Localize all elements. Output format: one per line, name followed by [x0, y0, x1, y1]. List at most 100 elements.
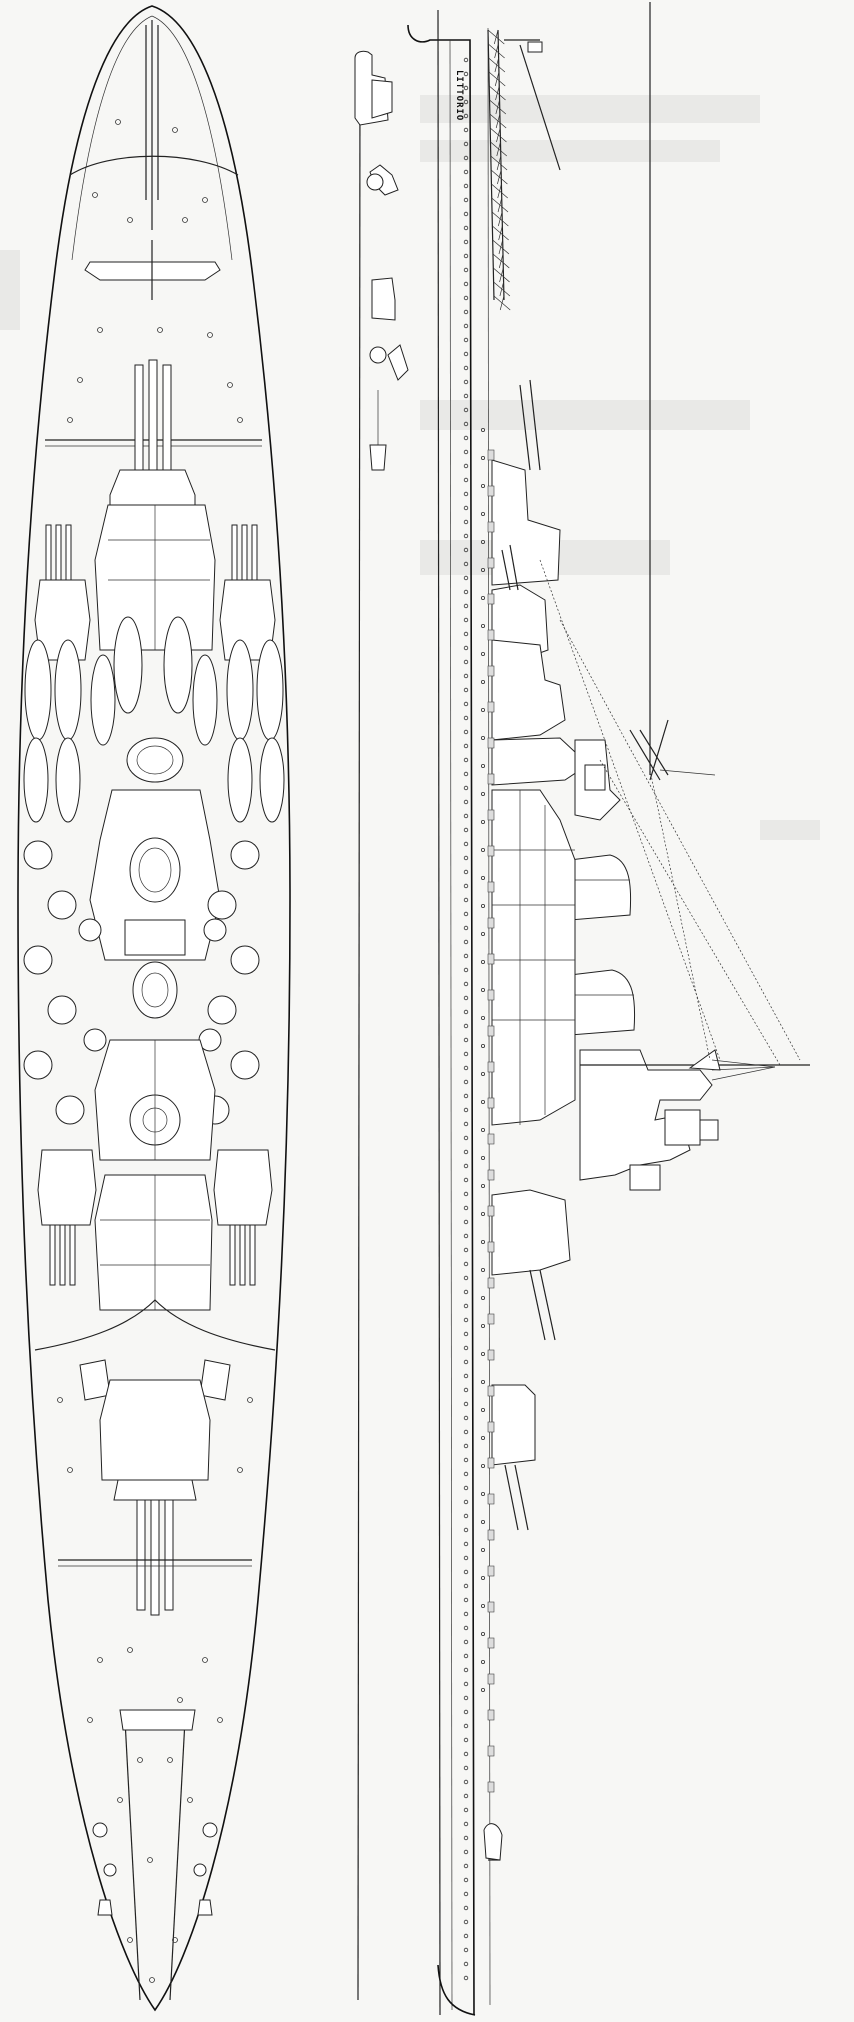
porthole — [463, 127, 469, 133]
porthole — [480, 1408, 485, 1413]
side-fitting — [487, 521, 495, 533]
porthole — [480, 483, 485, 488]
porthole — [463, 1695, 469, 1701]
porthole — [463, 1933, 469, 1939]
profile-view: LITTORIO — [354, 2, 810, 2016]
side-fitting — [487, 485, 495, 497]
porthole — [463, 1653, 469, 1659]
side-fitting — [487, 1025, 495, 1037]
porthole — [463, 1513, 469, 1519]
porthole — [463, 1723, 469, 1729]
porthole — [463, 211, 469, 217]
porthole — [463, 435, 469, 441]
porthole — [463, 1919, 469, 1925]
side-fitting — [487, 1709, 495, 1721]
side-fitting — [487, 1421, 495, 1433]
porthole — [463, 1219, 469, 1225]
porthole — [463, 491, 469, 497]
porthole — [463, 1443, 469, 1449]
porthole — [463, 1947, 469, 1953]
deck-fitting — [127, 1937, 133, 1943]
porthole — [463, 1681, 469, 1687]
aa-mounts — [23, 840, 260, 1125]
porthole — [463, 1275, 469, 1281]
deck-fitting — [227, 382, 233, 388]
porthole — [463, 1849, 469, 1855]
porthole — [463, 1051, 469, 1057]
porthole — [463, 1373, 469, 1379]
deck-fitting — [97, 1657, 103, 1663]
side-fitting — [487, 1205, 495, 1217]
deck-fitting — [187, 1797, 193, 1803]
after-superstructure — [94, 1039, 216, 1161]
deck-fitting — [237, 417, 243, 423]
porthole — [480, 568, 485, 573]
deck-fitting — [177, 1697, 183, 1703]
porthole — [463, 1597, 469, 1603]
porthole — [480, 427, 485, 432]
porthole — [480, 1380, 485, 1385]
porthole — [463, 1191, 469, 1197]
turret-c — [99, 1379, 211, 1616]
porthole — [463, 1863, 469, 1869]
deck-fitting — [97, 327, 103, 333]
porthole — [463, 1107, 469, 1113]
porthole — [463, 1555, 469, 1561]
porthole — [480, 1072, 485, 1077]
porthole — [463, 1415, 469, 1421]
porthole — [463, 1583, 469, 1589]
porthole — [463, 701, 469, 707]
porthole — [463, 323, 469, 329]
porthole — [480, 455, 485, 460]
side-fitting — [487, 1457, 495, 1469]
porthole — [463, 617, 469, 623]
porthole — [463, 225, 469, 231]
secondary-turret-port-fwd — [34, 524, 91, 661]
side-fitting — [487, 1061, 495, 1073]
porthole — [463, 827, 469, 833]
porthole — [463, 953, 469, 959]
porthole — [463, 967, 469, 973]
porthole — [463, 743, 469, 749]
porthole — [463, 1457, 469, 1463]
porthole — [480, 960, 485, 965]
porthole — [463, 1065, 469, 1071]
porthole — [463, 1429, 469, 1435]
stern-rudder-propellers — [354, 50, 409, 471]
porthole — [463, 407, 469, 413]
porthole — [480, 1324, 485, 1329]
porthole — [480, 932, 485, 937]
hull-name-text: LITTORIO — [454, 70, 464, 121]
porthole — [463, 1793, 469, 1799]
porthole — [463, 1569, 469, 1575]
porthole — [463, 393, 469, 399]
porthole — [463, 239, 469, 245]
porthole — [463, 351, 469, 357]
porthole — [480, 1128, 485, 1133]
porthole — [480, 652, 485, 657]
porthole — [463, 309, 469, 315]
porthole — [463, 1821, 469, 1827]
porthole — [480, 1604, 485, 1609]
side-fitting — [487, 593, 495, 605]
porthole — [480, 1156, 485, 1161]
side-fitting — [487, 1781, 495, 1793]
porthole — [463, 1905, 469, 1911]
porthole — [480, 792, 485, 797]
porthole — [480, 624, 485, 629]
porthole — [463, 1289, 469, 1295]
porthole — [480, 1268, 485, 1273]
porthole — [463, 603, 469, 609]
porthole — [463, 71, 469, 77]
boat-group-forward — [23, 616, 285, 823]
porthole — [463, 547, 469, 553]
porthole — [463, 1975, 469, 1981]
porthole — [463, 1891, 469, 1897]
porthole — [463, 337, 469, 343]
side-fitting — [487, 1673, 495, 1685]
side-fitting — [487, 557, 495, 569]
porthole — [480, 736, 485, 741]
porthole — [463, 155, 469, 161]
